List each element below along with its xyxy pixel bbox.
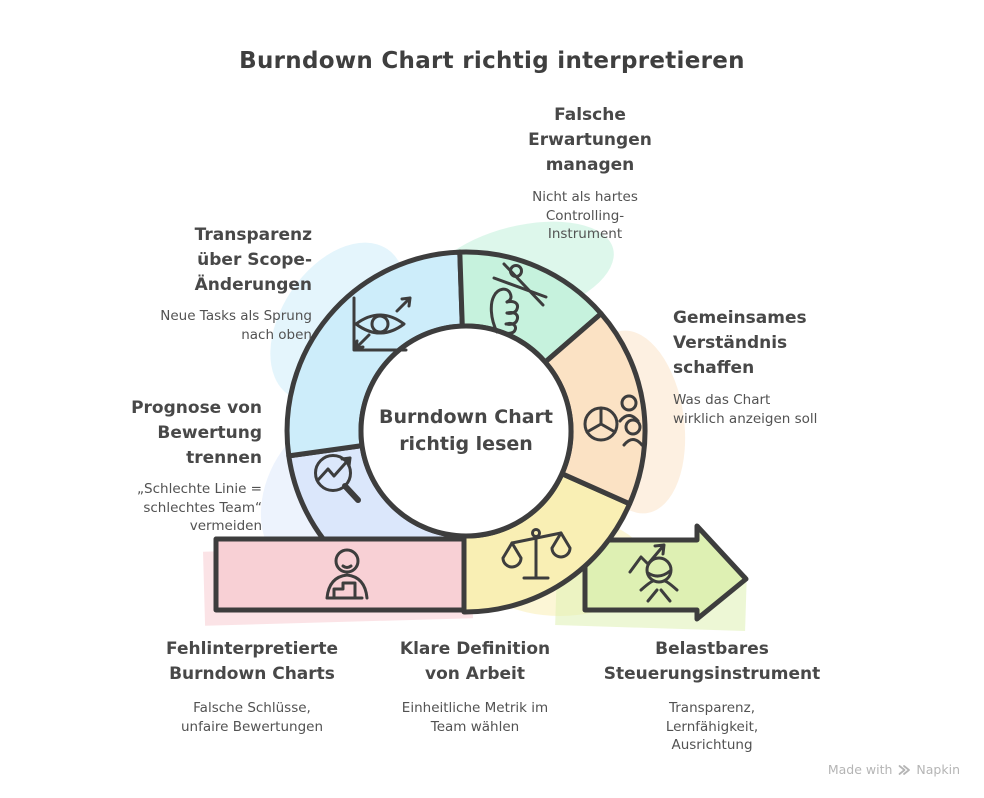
label-misinterpreted-subtitle: Falsche Schlüsse, unfaire Bewertungen [180, 700, 324, 735]
label-misinterpreted-title: Fehlinterpretierte Burndown Charts [166, 639, 338, 684]
napkin-logo-icon [899, 764, 911, 775]
page-title: Burndown Chart richtig interpretieren [239, 48, 745, 74]
watermark-brand: Napkin [916, 762, 960, 777]
label-prognosis-subtitle: „Schlechte Linie = schlechtes Team“ verm… [137, 481, 262, 534]
person-bar-chart-icon [325, 548, 369, 600]
hand-holding-sticks-icon [489, 262, 548, 335]
label-transparency-title: Transparenz über Scope- Änderungen [194, 225, 312, 295]
person-growth-arrow-icon [628, 543, 679, 603]
center-circle-label: Burndown Chart richtig lesen [379, 406, 553, 455]
label-definition-title: Klare Definition von Arbeit [399, 639, 551, 684]
center-circle [358, 323, 574, 539]
watermark-prefix: Made with [827, 762, 893, 777]
balance-scales-icon [501, 528, 572, 580]
label-expectations-subtitle: Nicht als hartes Controlling- Instrument [532, 189, 638, 242]
label-instrument-subtitle: Transparenz, Lernfähigkeit, Ausrichtung [665, 700, 759, 753]
eye-chart-icon [352, 296, 412, 352]
label-understanding-title: Gemeinsames Verständnis schaffen [673, 308, 807, 378]
label-prognosis-title: Prognose von Bewertung trennen [131, 398, 262, 468]
label-definition-subtitle: Einheitliche Metrik im Team wählen [401, 700, 549, 735]
label-transparency-subtitle: Neue Tasks als Sprung nach oben [160, 308, 312, 343]
label-instrument-title: Belastbares Steuerungsinstrument [603, 639, 821, 684]
pie-chart-people-icon [583, 394, 644, 447]
watermark: Made with Napkin [828, 762, 960, 777]
label-understanding-subtitle: Was das Chart wirklich anzeigen soll [673, 392, 818, 427]
magnifier-trend-icon [314, 454, 361, 503]
label-expectations-title: Falsche Erwartungen managen [528, 105, 652, 175]
